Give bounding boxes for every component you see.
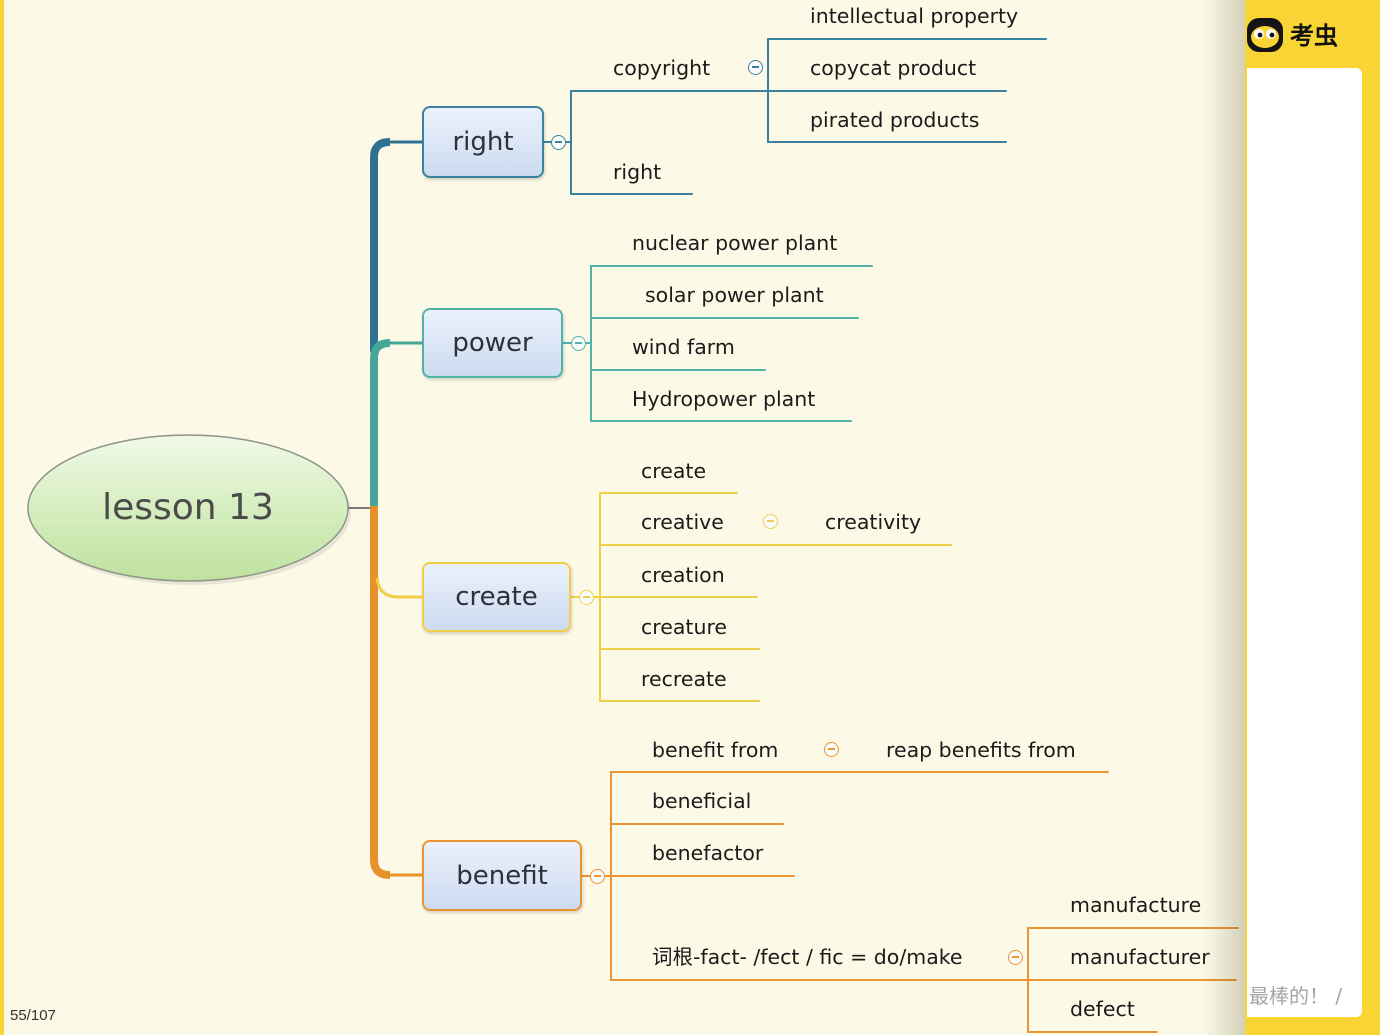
main-topic-label: right — [452, 127, 514, 157]
slide: lesson 13 right power create benefit cop… — [0, 0, 1245, 1035]
subtopic-manufacture: manufacture — [1070, 893, 1202, 917]
subtopic-creation: creation — [641, 563, 725, 587]
subtopic-benefit-from: benefit from — [652, 738, 779, 762]
trunk-benefit — [370, 506, 391, 879]
subtopic-manufacturer: manufacturer — [1070, 945, 1210, 969]
collapse-benefit-from-icon — [823, 741, 839, 757]
central-topic-label: lesson 13 — [102, 487, 274, 528]
slide-edge-shadow — [1203, 0, 1245, 1035]
collapse-right-icon — [550, 134, 566, 150]
main-topic-label: power — [452, 328, 533, 358]
subtopic-nuclear-power-plant: nuclear power plant — [632, 231, 838, 255]
subtopic-recreate: recreate — [641, 667, 727, 691]
collapse-create-icon — [578, 589, 594, 605]
subtopic-solar-power-plant: solar power plant — [645, 283, 824, 307]
collapse-creative-icon — [762, 513, 778, 529]
subtopic-word-root: 词根-fact- /fect / fic = do/make — [652, 945, 963, 969]
page-indicator: 55/107 — [10, 1007, 56, 1024]
subtopic-reap-benefits-from: reap benefits from — [886, 738, 1076, 762]
side-panel-message: 最棒的！ / — [1249, 984, 1343, 1008]
collapse-word-root-icon — [1007, 949, 1023, 965]
subtopic-intellectual-property: intellectual property — [810, 4, 1019, 28]
main-topic-right: right — [422, 106, 544, 178]
subtopic-benefactor: benefactor — [652, 841, 764, 865]
subtopic-creative: creative — [641, 510, 724, 534]
subtopic-pirated-products: pirated products — [810, 108, 980, 132]
subtopic-hydropower-plant: Hydropower plant — [632, 387, 816, 411]
subtopic-wind-farm: wind farm — [632, 335, 735, 359]
collapse-copyright-icon — [747, 59, 763, 75]
subtopic-creativity: creativity — [825, 510, 922, 534]
trunk-power — [370, 339, 391, 510]
mindmap-connectors — [27, 38, 1239, 1033]
main-topic-benefit: benefit — [422, 840, 582, 911]
main-topic-label: create — [455, 582, 538, 612]
brand-name: 考虫 — [1290, 22, 1338, 50]
main-topic-power: power — [422, 308, 563, 378]
main-topic-label: benefit — [456, 860, 548, 891]
subtopic-beneficial: beneficial — [652, 789, 752, 813]
side-panel: 考虫 最棒的！ / — [1245, 0, 1380, 1035]
stem-create — [375, 577, 423, 599]
collapse-power-icon — [570, 335, 586, 351]
collapse-benefit-icon — [589, 868, 605, 884]
subtopic-copyright: copyright — [613, 56, 711, 80]
subtopic-copycat-product: copycat product — [810, 56, 977, 80]
main-topic-create: create — [422, 562, 571, 632]
subtopic-create: create — [641, 459, 707, 483]
subtopic-defect: defect — [1070, 997, 1135, 1021]
viewer-frame-left — [0, 0, 4, 1035]
subtopic-creature: creature — [641, 615, 728, 639]
subtopic-right: right — [613, 160, 662, 184]
kaochong-mascot-icon — [1247, 18, 1283, 52]
trunk-right — [370, 138, 391, 352]
side-panel-card: 最棒的！ / — [1247, 68, 1362, 1017]
